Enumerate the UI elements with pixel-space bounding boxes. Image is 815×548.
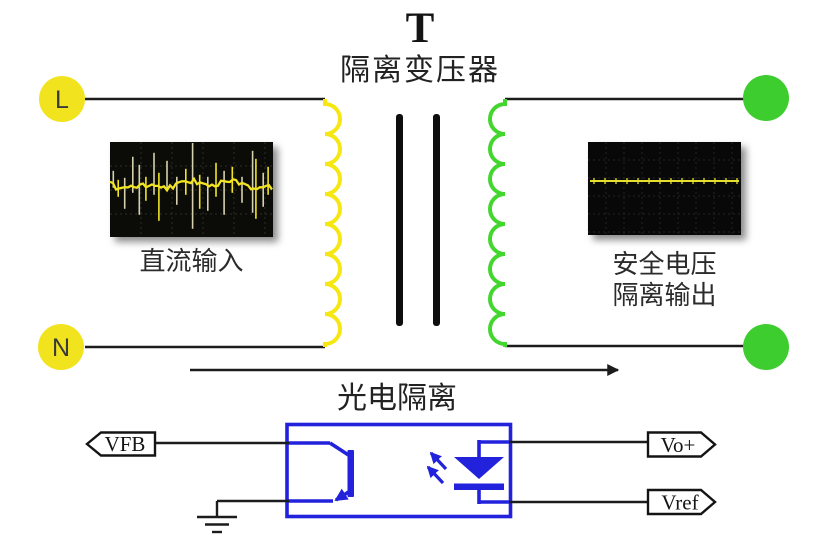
terminal-live [39, 76, 85, 122]
primary-coil [323, 99, 342, 347]
input-scope-image [110, 142, 273, 237]
transformer-symbol-label: T [405, 5, 435, 52]
optocoupler-box [285, 422, 513, 519]
transformer [323, 99, 507, 347]
light-arrow-icon [426, 465, 445, 485]
output-caption-line2: 隔离输出 [612, 280, 717, 310]
output-caption: 安全电压 隔离输出 [578, 250, 751, 311]
secondary-wires [505, 97, 745, 348]
terminals: L N [38, 75, 789, 370]
output-scope-waveform [588, 142, 741, 235]
terminal-neutral-label: N [52, 334, 70, 362]
led-triangle [454, 457, 504, 479]
pin-vfb-label: VFB [105, 432, 146, 456]
transformer-core-bar-left [396, 114, 403, 326]
transformer-name-label: 隔离变压器 [340, 54, 500, 87]
terminal-output-bottom [743, 324, 789, 370]
opto-label: 光电隔离 [337, 382, 457, 415]
led [454, 440, 512, 504]
ground-symbol [197, 501, 237, 534]
transformer-core-bar-right [433, 114, 440, 326]
terminal-live-label: L [55, 86, 69, 114]
light-arrow-icon [429, 451, 448, 471]
pin-vref [646, 488, 717, 516]
terminal-neutral [38, 324, 84, 370]
pin-flags: VFB Vo+ Vref [85, 431, 717, 516]
optocoupler [285, 422, 513, 519]
input-caption: 直流输入 [139, 247, 244, 276]
input-scope-waveform [110, 142, 273, 237]
led-cathode-bar [454, 483, 504, 490]
secondary-coil [488, 99, 507, 347]
phototransistor-base-bar [347, 450, 354, 497]
primary-wires [85, 97, 325, 349]
terminal-output-top [743, 75, 789, 121]
pin-vo [646, 431, 717, 458]
phototransistor [287, 441, 354, 503]
output-scope-image [588, 142, 741, 235]
output-caption-line1: 安全电压 [612, 250, 717, 279]
light-arrows [426, 451, 448, 485]
pin-vref-label: Vref [661, 491, 698, 515]
pin-vo-label: Vo+ [661, 433, 696, 457]
pin-vfb [85, 431, 157, 457]
feedback-wires [155, 440, 648, 534]
